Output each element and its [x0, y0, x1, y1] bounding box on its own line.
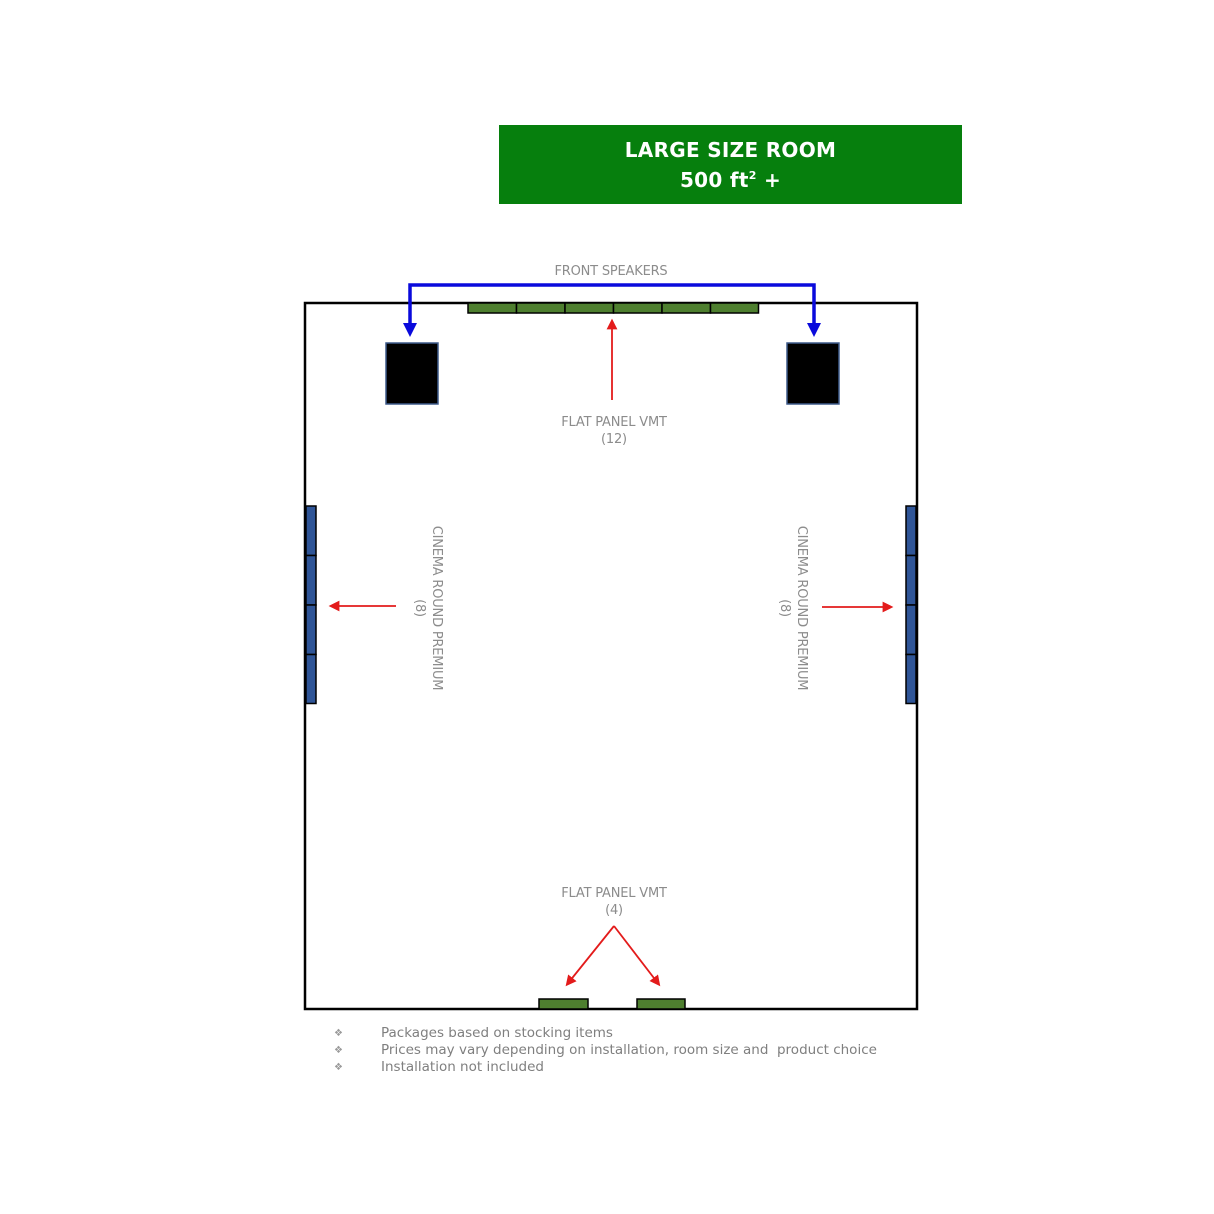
front-flat-panel-name: FLAT PANEL VMT [561, 415, 667, 430]
rear-flat-panel-left [538, 998, 589, 1010]
rear-flat-panel-label: FLAT PANEL VMT (4) [514, 885, 714, 919]
note-text: Installation not included [381, 1059, 544, 1075]
speaker-front-left [385, 342, 439, 405]
rear-flat-panel-count: (4) [605, 903, 623, 918]
rear-panel-pointer-arrow-left [565, 925, 615, 987]
size-superscript: 2 [748, 168, 757, 182]
right-side-panel-count: (8) [777, 599, 792, 617]
front-speakers-label: FRONT SPEAKERS [554, 264, 668, 279]
left-side-panel-count: (8) [412, 599, 427, 617]
diamond-bullet-icon: ❖ [334, 1045, 343, 1056]
note-text: Packages based on stocking items [381, 1025, 613, 1041]
right-side-panel-name: CINEMA ROUND PREMIUM [794, 525, 809, 691]
left-side-panel-name: CINEMA ROUND PREMIUM [429, 525, 444, 691]
rear-panel-pointer-arrow-right [613, 925, 661, 987]
note-item: ❖ Packages based on stocking items [334, 1025, 877, 1042]
note-item: ❖ Prices may vary depending on installat… [334, 1042, 877, 1059]
note-item: ❖ Installation not included [334, 1059, 877, 1076]
package-notes-list: ❖ Packages based on stocking items ❖ Pri… [334, 1025, 877, 1076]
front-speakers-connector-arrow [403, 283, 821, 337]
size-value: 500 ft [679, 167, 749, 192]
front-flat-panels [467, 302, 760, 314]
note-text: Prices may vary depending on installatio… [381, 1042, 877, 1058]
right-side-panel-label: CINEMA ROUND PREMIUM (8) [776, 508, 810, 708]
room-size-banner: LARGE SIZE ROOM 500 ft2 + [499, 125, 962, 204]
diamond-bullet-icon: ❖ [334, 1028, 343, 1039]
right-side-panels [905, 505, 917, 705]
banner-size: 500 ft2 + [680, 163, 781, 193]
size-suffix: + [756, 167, 782, 192]
left-side-panel-label: CINEMA ROUND PREMIUM (8) [411, 508, 445, 708]
banner-title: LARGE SIZE ROOM [624, 137, 837, 162]
speaker-front-right [786, 342, 840, 405]
rear-flat-panel-right [636, 998, 686, 1010]
front-flat-panel-count: (12) [601, 432, 627, 447]
rear-flat-panel-name: FLAT PANEL VMT [561, 886, 667, 901]
front-flat-panel-label: FLAT PANEL VMT (12) [514, 414, 714, 448]
left-side-panels [305, 505, 317, 705]
diamond-bullet-icon: ❖ [334, 1062, 343, 1073]
